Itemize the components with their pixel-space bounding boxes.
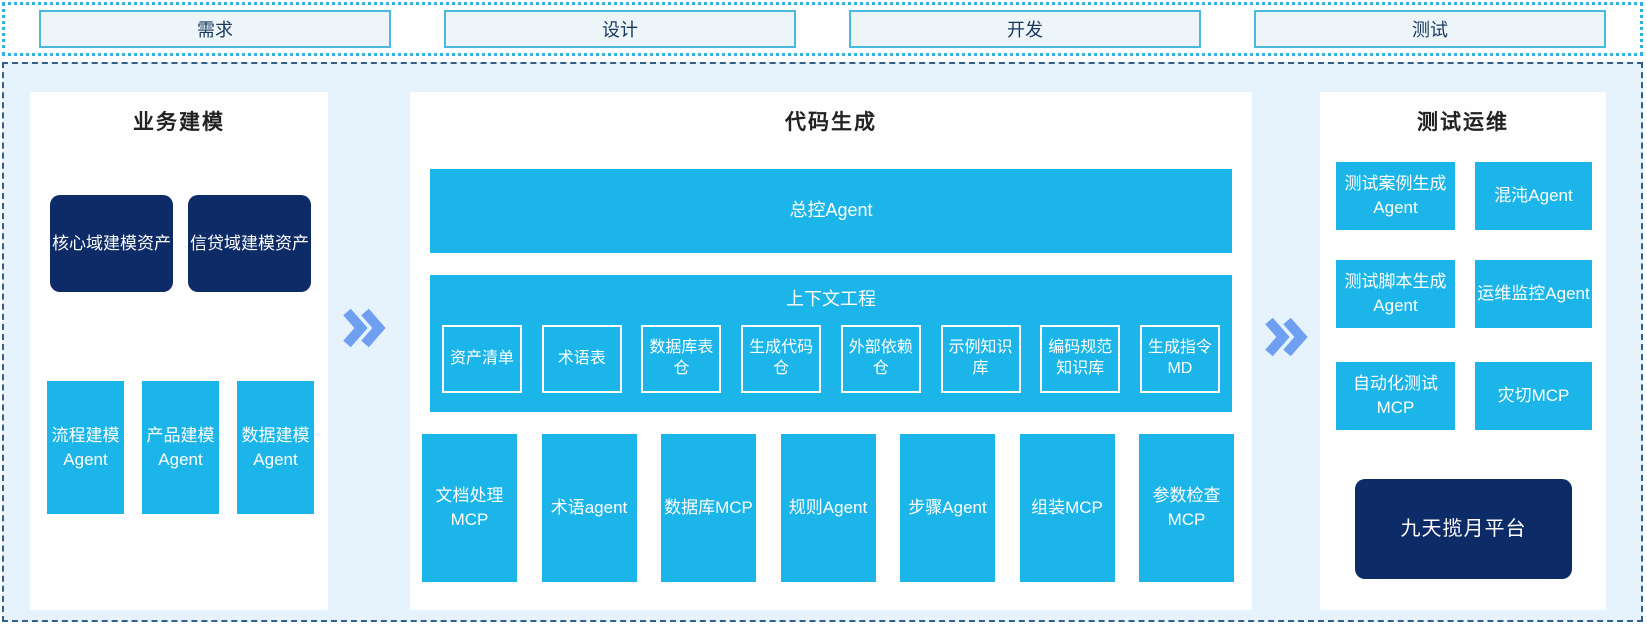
box-step-agent: 步骤Agent bbox=[900, 434, 995, 582]
panel-title-business-modeling: 业务建模 bbox=[133, 111, 225, 134]
panel-business-modeling: 业务建模 核心域建模资产 信贷域建模资产 流程建模Agent 产品建模Agent… bbox=[30, 92, 328, 610]
box-example-knowledge-base: 示例知识库 bbox=[940, 325, 1021, 393]
box-credit-domain-modeling-assets: 信贷域建模资产 bbox=[188, 195, 311, 292]
box-process-modeling-agent: 流程建模Agent bbox=[47, 381, 124, 514]
box-product-modeling-agent: 产品建模Agent bbox=[142, 381, 219, 514]
box-test-script-generation-agent: 测试脚本生成Agent bbox=[1336, 260, 1455, 328]
box-glossary: 术语表 bbox=[541, 325, 622, 393]
box-generated-code-repo: 生成代码仓 bbox=[741, 325, 822, 393]
box-disaster-switch-mcp: 灾切MCP bbox=[1475, 362, 1592, 430]
panel-title-code-generation: 代码生成 bbox=[785, 111, 877, 134]
phase-testing: 测试 bbox=[1254, 10, 1606, 48]
box-ops-monitoring-agent: 运维监控Agent bbox=[1475, 260, 1592, 328]
box-chaos-agent: 混沌Agent bbox=[1475, 162, 1592, 230]
box-external-dependency-repo: 外部依赖仓 bbox=[840, 325, 921, 393]
phase-requirements: 需求 bbox=[39, 10, 391, 48]
box-assembly-mcp: 组装MCP bbox=[1019, 434, 1115, 582]
box-asset-list: 资产清单 bbox=[442, 325, 522, 393]
main-band: 业务建模 核心域建模资产 信贷域建模资产 流程建模Agent 产品建模Agent… bbox=[2, 62, 1643, 622]
box-core-domain-modeling-assets: 核心域建模资产 bbox=[50, 195, 173, 292]
box-master-control-agent: 总控Agent bbox=[430, 169, 1232, 253]
phase-design: 设计 bbox=[444, 10, 796, 48]
box-generation-instruction-md: 生成指令MD bbox=[1139, 325, 1220, 393]
box-terminology-agent: 术语agent bbox=[541, 434, 637, 582]
box-rule-agent: 规则Agent bbox=[780, 434, 876, 582]
box-jiutian-lanyue-platform: 九天揽月平台 bbox=[1355, 479, 1572, 579]
double-chevron-right-icon bbox=[1265, 317, 1308, 357]
panel-title-test-ops: 测试运维 bbox=[1417, 111, 1509, 134]
phase-development: 开发 bbox=[849, 10, 1201, 48]
phase-band: 需求 设计 开发 测试 bbox=[2, 2, 1643, 56]
box-parameter-check-mcp: 参数检查MCP bbox=[1139, 434, 1234, 582]
context-engineering-block: 上下文工程 资产清单 术语表 数据库表仓 生成代码仓 外部依赖仓 示例知识库 编… bbox=[430, 275, 1232, 412]
context-engineering-title: 上下文工程 bbox=[786, 289, 876, 309]
double-chevron-right-icon bbox=[343, 308, 386, 348]
workers-row: 文档处理MCP 术语agent 数据库MCP 规则Agent 步骤Agent 组… bbox=[422, 434, 1234, 582]
box-data-modeling-agent: 数据建模Agent bbox=[237, 381, 314, 514]
panel-code-generation: 代码生成 总控Agent 上下文工程 资产清单 术语表 数据库表仓 生成代码仓 … bbox=[410, 92, 1252, 610]
box-database-table-repo: 数据库表仓 bbox=[641, 325, 722, 393]
context-items-row: 资产清单 术语表 数据库表仓 生成代码仓 外部依赖仓 示例知识库 编码规范知识库… bbox=[442, 325, 1220, 393]
box-coding-standard-knowledge-base: 编码规范知识库 bbox=[1040, 325, 1121, 393]
box-document-processing-mcp: 文档处理MCP bbox=[422, 434, 517, 582]
box-automated-testing-mcp: 自动化测试MCP bbox=[1336, 362, 1455, 430]
box-test-case-generation-agent: 测试案例生成Agent bbox=[1336, 162, 1455, 230]
panel-test-ops: 测试运维 测试案例生成Agent 混沌Agent 测试脚本生成Agent 运维监… bbox=[1320, 92, 1606, 610]
box-database-mcp: 数据库MCP bbox=[661, 434, 756, 582]
